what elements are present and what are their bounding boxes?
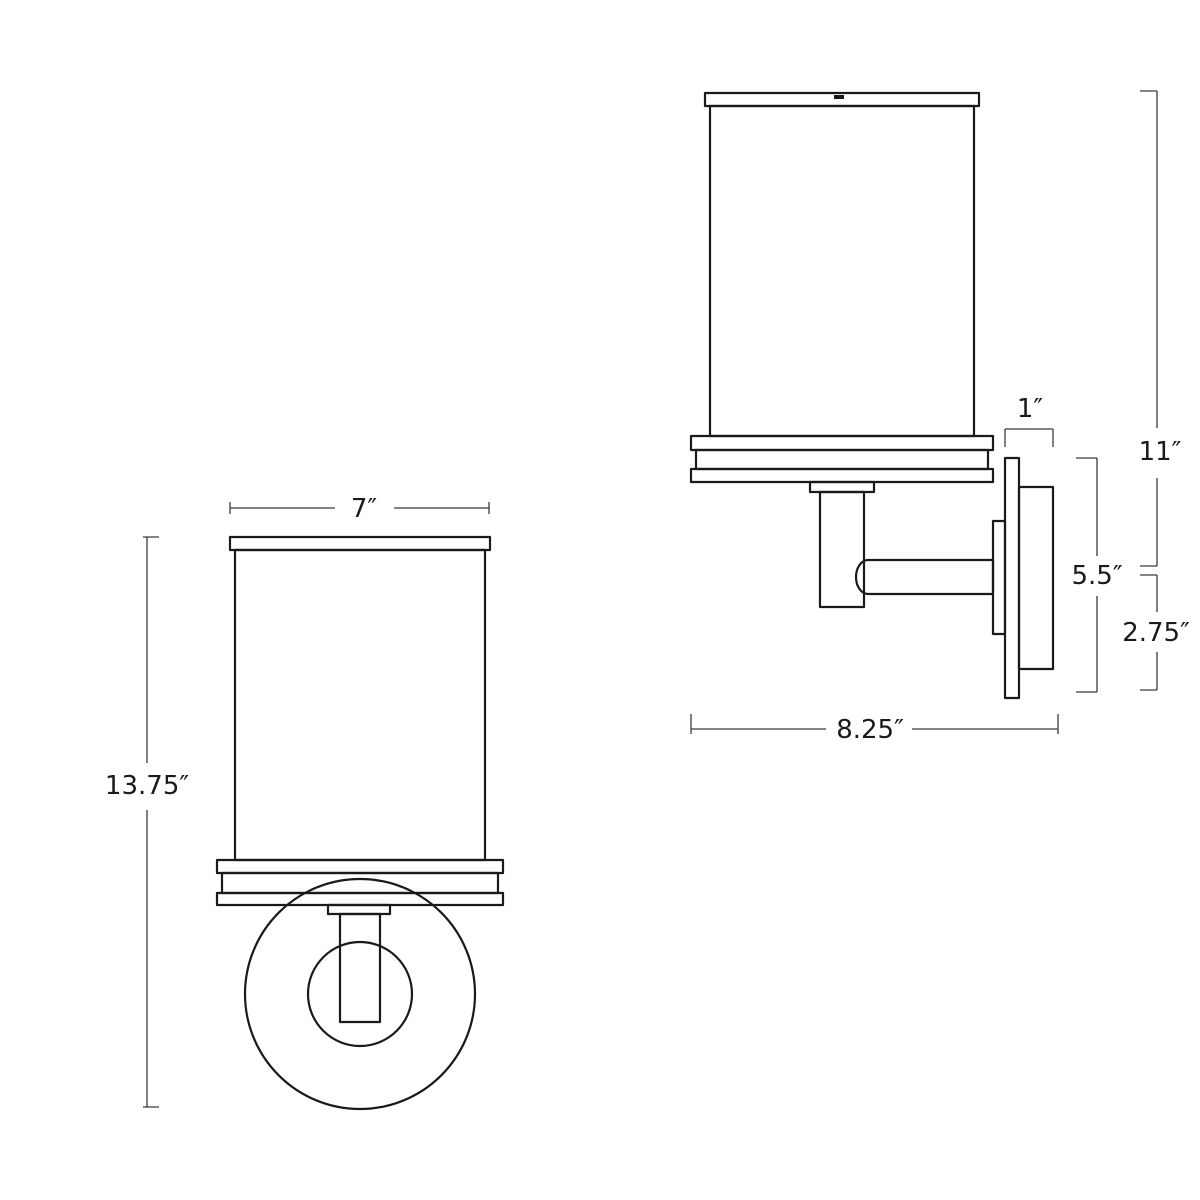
dim-front-width-label: 7″ bbox=[351, 494, 378, 524]
dim-side-height-label: 11″ bbox=[1139, 437, 1182, 467]
side-arm bbox=[854, 558, 995, 596]
side-socket-collar bbox=[808, 480, 876, 494]
dim-backplate-height-label: 5.5″ bbox=[1071, 561, 1122, 591]
dim-front-height-label: 13.75″ bbox=[105, 771, 189, 801]
dim-backplate-height: 5.5″ bbox=[1071, 457, 1123, 693]
side-top-cap bbox=[703, 91, 981, 108]
dim-center-height-label: 2.75″ bbox=[1122, 618, 1190, 648]
dim-side-height: 11″ bbox=[1139, 90, 1182, 567]
front-backplate-inner bbox=[306, 940, 414, 1048]
dim-front-height: 13.75″ bbox=[105, 536, 189, 1108]
front-top-cap bbox=[228, 535, 492, 552]
dim-backplate-depth: 1″ bbox=[1004, 394, 1054, 447]
dim-side-extension-label: 8.25″ bbox=[836, 715, 904, 745]
front-bottom-band-upper bbox=[215, 858, 505, 875]
front-socket-collar bbox=[326, 903, 392, 916]
dim-side-extension: 8.25″ bbox=[690, 714, 1059, 745]
side-bottom-band-upper bbox=[689, 434, 995, 452]
side-backplate-canopy bbox=[1017, 485, 1055, 671]
dim-backplate-depth-label: 1″ bbox=[1017, 394, 1044, 424]
front-stem bbox=[338, 912, 382, 1024]
front-shade bbox=[233, 548, 487, 862]
side-vertical-stem bbox=[818, 490, 866, 609]
side-arm-mount bbox=[991, 519, 1007, 636]
side-shade bbox=[708, 104, 976, 438]
side-bottom-band-lower bbox=[689, 467, 995, 484]
side-view bbox=[689, 91, 1055, 700]
dim-front-width: 7″ bbox=[229, 494, 490, 524]
side-top-finial-mark bbox=[834, 95, 844, 99]
front-bottom-band-lower bbox=[215, 891, 505, 907]
front-backplate-outer bbox=[243, 877, 477, 1111]
dim-center-height: 2.75″ bbox=[1122, 574, 1190, 691]
front-view bbox=[215, 535, 505, 1111]
side-backplate bbox=[1003, 456, 1021, 700]
side-bottom-band-middle bbox=[694, 448, 990, 471]
front-bottom-band-middle bbox=[220, 871, 500, 895]
